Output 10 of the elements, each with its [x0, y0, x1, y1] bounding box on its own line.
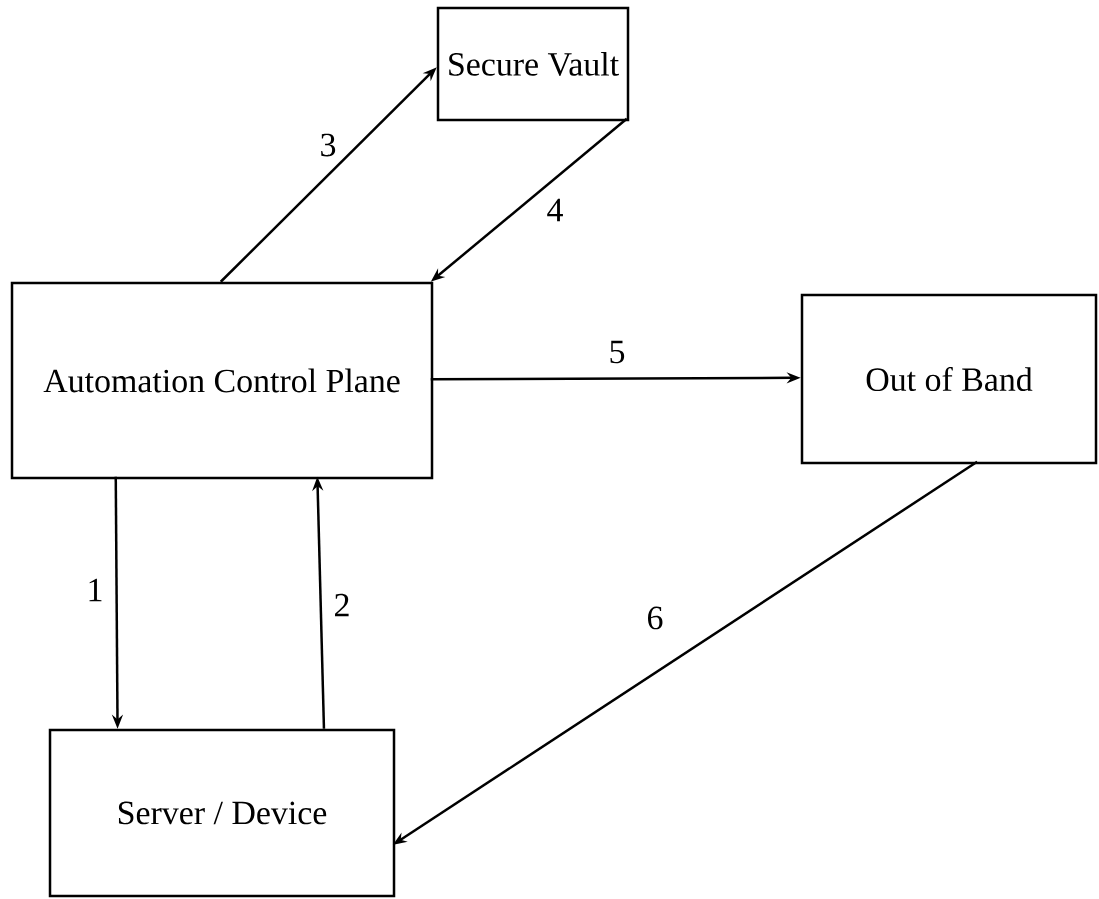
edge-label: 5: [607, 339, 627, 365]
process-box: Automation Control Plane: [10, 281, 434, 480]
edge-label: 3: [318, 132, 338, 158]
edge-label: 4: [545, 197, 565, 223]
edge-label: 6: [645, 605, 665, 631]
process-box: Server / Device: [48, 728, 396, 898]
process-box: Out of Band: [800, 293, 1098, 465]
edge-label: 1: [85, 577, 105, 603]
edge-label: 2: [332, 592, 352, 618]
process-box: Secure Vault: [436, 6, 630, 122]
